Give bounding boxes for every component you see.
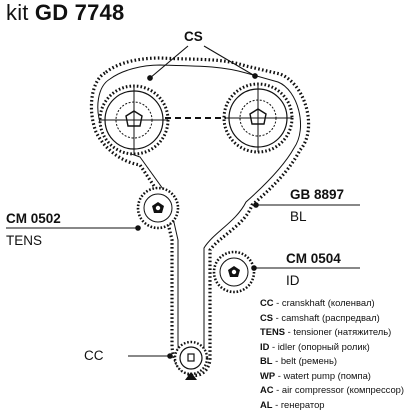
camshaft-pulley-left [98,84,170,156]
legend-item: AL - генератор [260,398,325,410]
cs-leader-lines [147,45,258,81]
crankshaft-pulley [173,340,209,380]
cc-label: CC [84,348,104,363]
legend-item: CS - camshaft (распредвал) [260,311,380,323]
legend-item: TENS - tensioner (натяжитель) [260,326,392,337]
legend-item: WP - watert pump (помпа) [260,369,371,381]
idler-code: CM 0504 [286,251,341,266]
camshaft-pulley-right [222,82,294,154]
idler-name: ID [286,273,300,288]
legend-item: AC - air compressor (компрессор) [260,384,405,395]
tensioner-code: CM 0502 [6,211,61,226]
kit-prefix: kit [6,0,29,25]
tensioner-name: TENS [6,233,43,248]
tensioner-pulley [136,186,180,230]
legend-item: ID - idler (опорный ролик) [260,340,370,352]
cs-label: CS [184,29,203,44]
belt-name: BL [290,209,307,224]
kit-code: GD 7748 [34,0,125,25]
abbreviation-legend: CC - cranskhaft (коленвал) CS - camshaft… [260,296,418,412]
belt-code: GB 8897 [290,187,345,202]
legend-item: CC - cranskhaft (коленвал) [260,297,375,308]
idler-pulley [212,250,256,294]
callout-leaders [6,202,360,359]
kit-title: kit GD 7748 [6,2,124,24]
legend-item: BL - belt (ремень) [260,355,337,366]
